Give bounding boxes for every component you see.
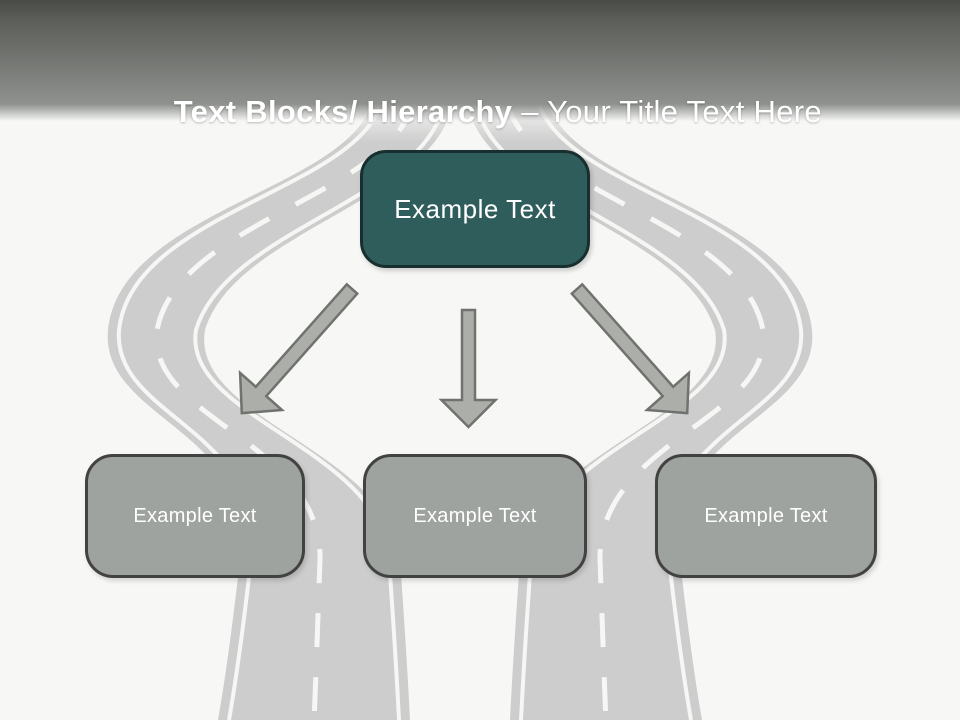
page-title-subtitle-part: – Your Title Text Here	[512, 94, 822, 129]
child-node-2-label: Example Text	[413, 504, 537, 527]
child-node-3: Example Text	[655, 454, 877, 578]
child-node-1: Example Text	[85, 454, 305, 578]
root-node-label: Example Text	[394, 193, 556, 224]
child-node-3-label: Example Text	[704, 504, 828, 527]
title-banner	[0, 0, 960, 104]
page-title: Text Blocks/ Hierarchy – Your Title Text…	[0, 52, 960, 172]
title-banner-fade	[0, 104, 960, 142]
root-node: Example Text	[360, 150, 590, 268]
child-node-2: Example Text	[363, 454, 587, 578]
child-node-1-label: Example Text	[133, 504, 257, 527]
page-title-bold-part: Text Blocks/ Hierarchy	[173, 94, 513, 129]
